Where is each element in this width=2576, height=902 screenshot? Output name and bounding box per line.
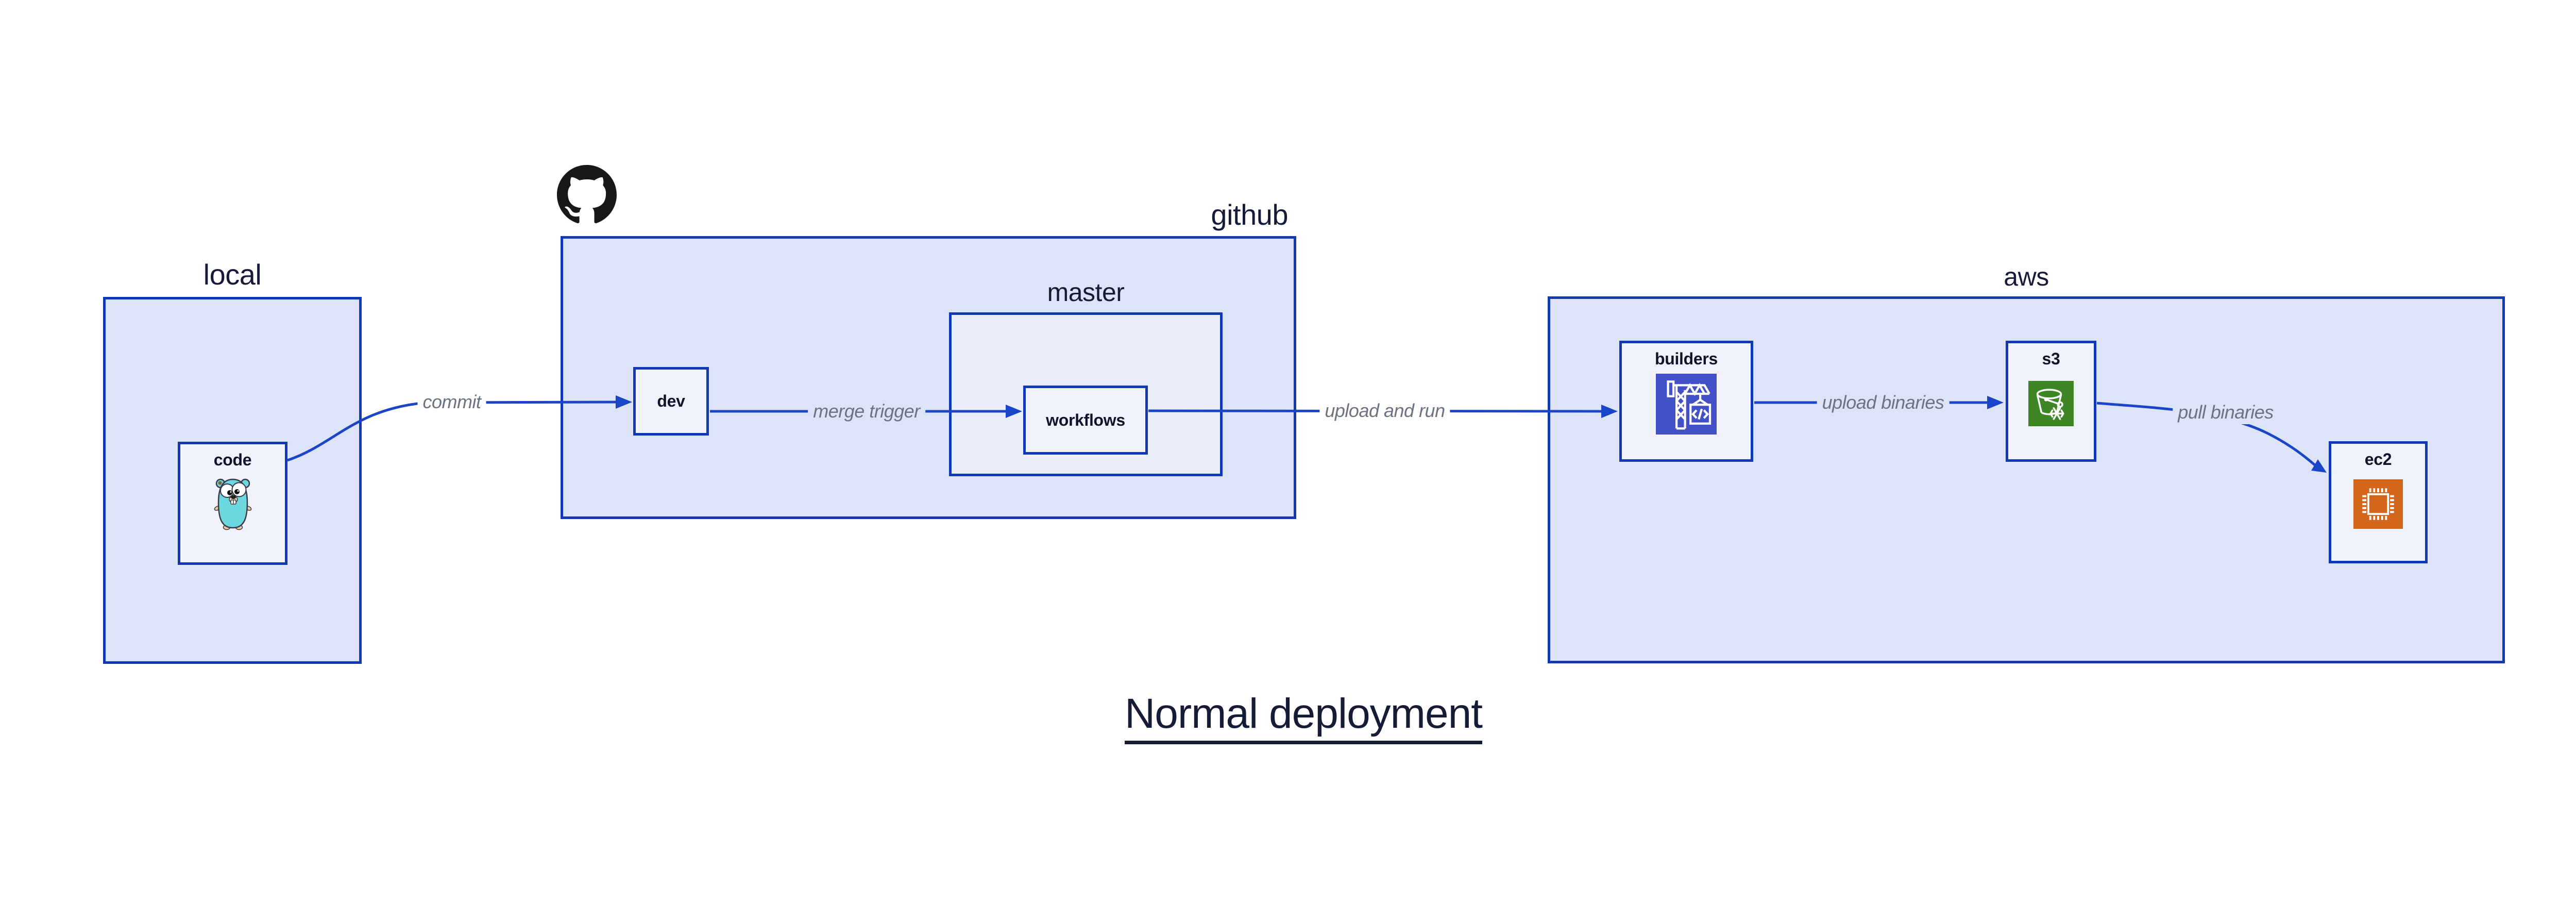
s3-node: s3 <box>2006 341 2096 462</box>
upload-binaries-edge-label: upload binaries <box>1817 391 1950 414</box>
merge-trigger-edge-label: merge trigger <box>808 399 925 423</box>
code-node: code <box>178 442 287 565</box>
aws-container-label: aws <box>2004 262 2049 291</box>
s3-node-label: s3 <box>2042 349 2060 368</box>
s3-bucket-snowflake-icon <box>2028 381 2074 426</box>
builders-node: builders <box>1619 341 1753 462</box>
github-container-label: github <box>1211 198 1288 231</box>
github-octocat-icon <box>557 165 617 224</box>
diagram-title: Normal deployment <box>1046 690 1561 744</box>
go-gopher-icon <box>214 478 251 530</box>
builders-node-label: builders <box>1654 349 1718 368</box>
diagram-title-text: Normal deployment <box>1125 690 1483 744</box>
commit-edge-label: commit <box>417 390 486 414</box>
dev-node-label: dev <box>657 392 685 410</box>
master-container-label: master <box>1047 278 1125 307</box>
workflows-node-label: workflows <box>1046 410 1125 429</box>
workflows-node: workflows <box>1023 386 1148 455</box>
ec2-chip-icon <box>2353 479 2403 529</box>
ec2-node: ec2 <box>2329 441 2428 563</box>
pull-binaries-edge-label: pull binaries <box>2173 400 2279 424</box>
ec2-node-label: ec2 <box>2364 450 2392 469</box>
upload-and-run-edge-label: upload and run <box>1319 399 1450 423</box>
local-container-label: local <box>203 258 262 291</box>
dev-node: dev <box>633 367 709 436</box>
code-node-label: code <box>213 450 252 469</box>
codebuild-crane-icon <box>1656 374 1717 435</box>
